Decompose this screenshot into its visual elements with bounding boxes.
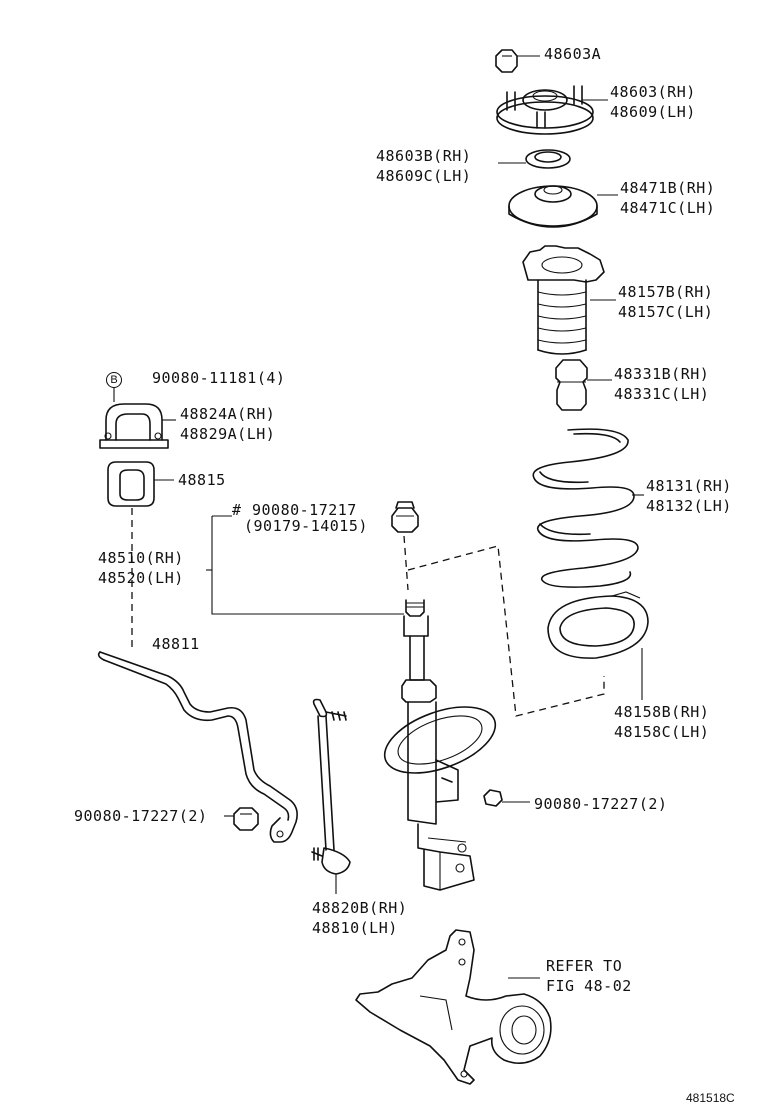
steering-knuckle-part [355, 929, 552, 1085]
bushing-part [107, 461, 174, 507]
label-insulator-rh: 48157B(RH) [618, 283, 714, 301]
label-absorber-lh: 48520(LH) [98, 569, 184, 587]
label-bolt-bracket: 90080-11181(4) [152, 369, 286, 387]
label-upper-seat-lh: 48471C(LH) [620, 199, 716, 217]
nut-right-part [483, 789, 530, 807]
upper-seat-part [508, 185, 618, 228]
coil-spring-part [532, 428, 644, 588]
label-bearing-rh: 48603B(RH) [376, 147, 472, 165]
label-bearing-lh: 48609C(LH) [376, 167, 472, 185]
bracket-part [99, 388, 176, 449]
shock-absorber-part [211, 515, 497, 891]
label-bracket-rh: 48824A(RH) [180, 405, 276, 423]
label-bracket-lh: 48829A(LH) [180, 425, 276, 443]
callout-b-marker: B [106, 372, 122, 388]
label-spring-rh: 48131(RH) [646, 477, 732, 495]
label-bushing: 48815 [178, 471, 226, 489]
label-lower-insulator-rh: 48158B(RH) [614, 703, 710, 721]
label-nut-left: 90080-17227(2) [74, 807, 208, 825]
stabilizer-bar-part [97, 651, 298, 843]
label-refer-line1: REFER TO [546, 957, 623, 975]
figure-code: 481518C [686, 1091, 735, 1105]
bump-stopper-part [555, 359, 612, 411]
label-upper-seat-rh: 48471B(RH) [620, 179, 716, 197]
label-lower-insulator-lh: 48158C(LH) [614, 723, 710, 741]
dust-boot-part [522, 245, 616, 355]
label-mount-lh: 48609(LH) [610, 103, 696, 121]
label-absorber-rh: 48510(RH) [98, 549, 184, 567]
label-stabilizer-bar: 48811 [152, 635, 200, 653]
label-link-rh: 48820B(RH) [312, 899, 408, 917]
label-refer-line2: FIG 48-02 [546, 977, 632, 995]
lower-spring-insulator-part [547, 591, 649, 700]
label-top-nut: 48603A [544, 45, 602, 63]
label-strut-nut-b: (90179-14015) [244, 517, 368, 535]
nut-left-part [224, 807, 259, 831]
strut-nut-part [391, 501, 419, 533]
label-spring-lh: 48132(LH) [646, 497, 732, 515]
label-strut-nut-a: 90080-17217 [252, 501, 357, 519]
bearing-part [498, 149, 571, 169]
label-link-lh: 48810(LH) [312, 919, 398, 937]
label-insulator-lh: 48157C(LH) [618, 303, 714, 321]
label-bumper-rh: 48331B(RH) [614, 365, 710, 383]
label-nut-right: 90080-17227(2) [534, 795, 668, 813]
label-strut-nut-hash: # [232, 501, 242, 519]
upper-mount-part [496, 85, 608, 135]
stabilizer-link-part [311, 698, 351, 894]
label-mount-rh: 48603(RH) [610, 83, 696, 101]
top-nut-part [495, 49, 540, 73]
label-bumper-lh: 48331C(LH) [614, 385, 710, 403]
strut-dashed-guide [403, 535, 409, 591]
spring-dashed-guide [407, 545, 605, 717]
